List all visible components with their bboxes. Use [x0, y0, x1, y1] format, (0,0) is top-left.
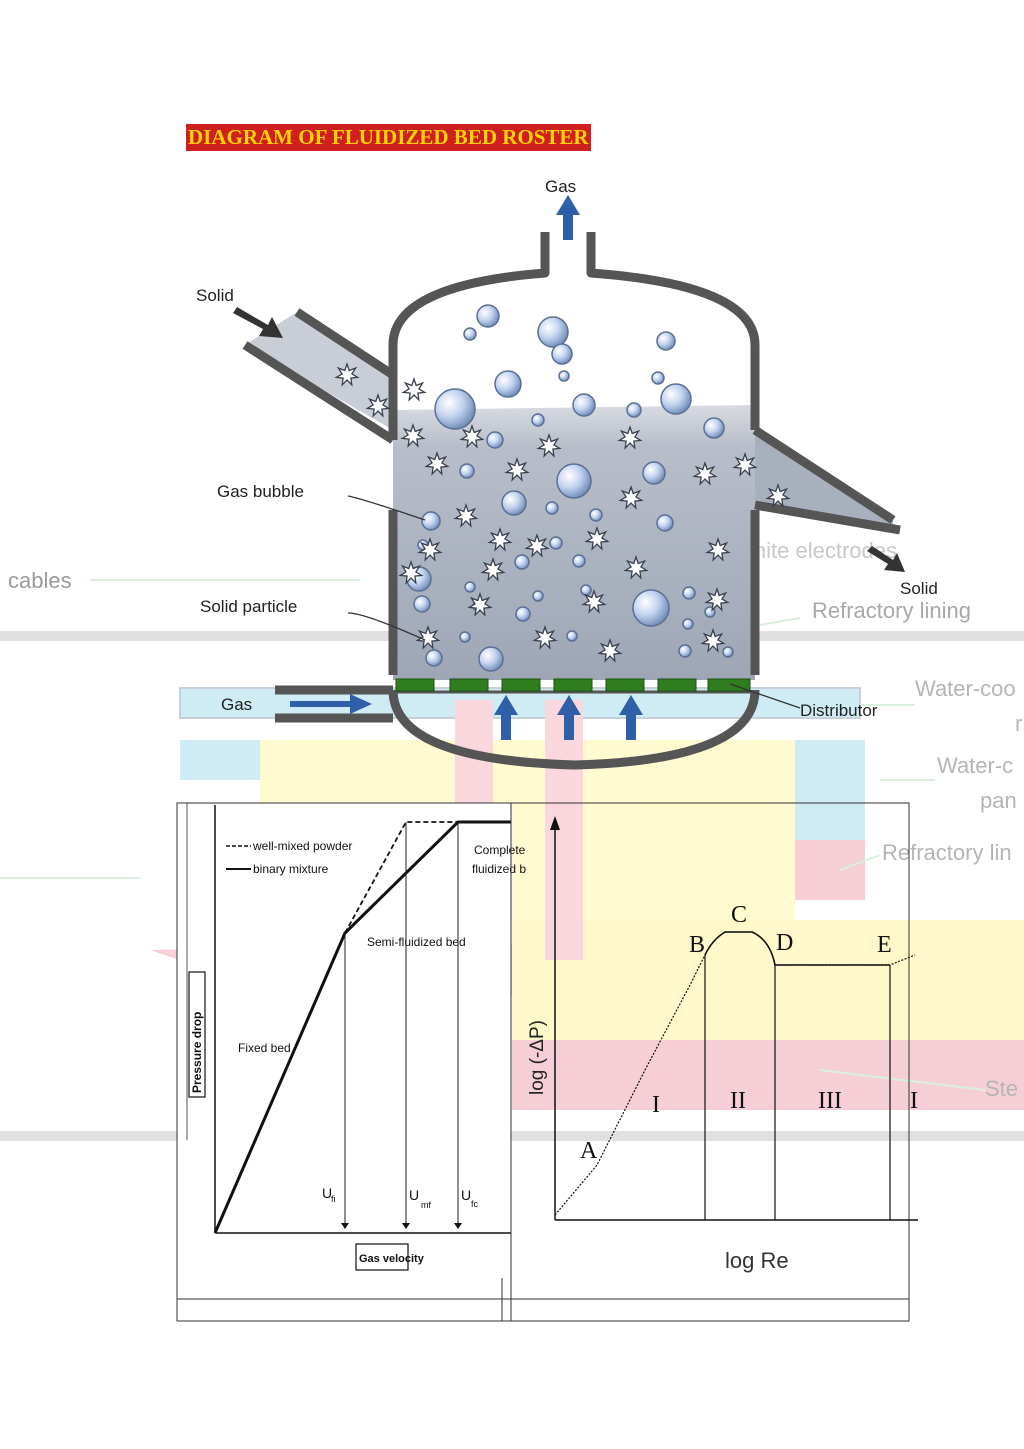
solid-particle-icon [480, 556, 506, 582]
gas-up-arrow-2 [557, 695, 581, 740]
label-complete-2: fluidized b [472, 862, 526, 876]
legend-binary: binary mixture [253, 862, 329, 876]
solid-particle-icon [700, 627, 726, 653]
solid-particles [334, 361, 791, 663]
solid-particle-icon [524, 532, 550, 558]
label-u-fi: U [322, 1185, 332, 1201]
label-gas-out: Gas [545, 177, 576, 196]
gas-up-arrow-3 [619, 695, 643, 740]
gas-flow-arrows [290, 195, 643, 740]
solid-particle-icon [623, 554, 649, 580]
label-water-cooled-1b: r [1015, 711, 1022, 736]
binary-mixture-curve [213, 820, 511, 1234]
left-xlabel: Gas velocity [359, 1253, 425, 1265]
label-water-cooled-1: Water-coo [915, 676, 1016, 701]
distributor-plate [395, 678, 751, 692]
label-gas-in: Gas [221, 695, 252, 714]
vessel-wall [242, 232, 901, 770]
page-title: DIAGRAM OF FLUIDIZED BED ROSTER [186, 124, 591, 151]
right-ylabel: log (-ΔP) [527, 1020, 548, 1095]
label-cables: cables [8, 568, 72, 593]
solid-particle-icon [536, 432, 562, 458]
gas-up-arrow-1 [494, 695, 518, 740]
label-distributor: Distributor [800, 701, 878, 720]
gas-bubbles [406, 304, 734, 672]
solid-particle-icon [532, 624, 558, 650]
label-refractory-2: Refractory lin [882, 840, 1012, 865]
label-region-3: III [818, 1088, 842, 1114]
solid-out-arrow [867, 546, 905, 572]
solid-particle-icon [365, 392, 391, 418]
label-gas-bubble: Gas bubble [217, 482, 304, 501]
label-u-fc: U [461, 1187, 471, 1203]
solid-particle-icon [400, 422, 426, 448]
solid-particle-icon [401, 376, 427, 402]
solid-particle-icon [765, 482, 791, 508]
solid-particle-icon [398, 559, 424, 585]
label-solid-particle: Solid particle [200, 597, 297, 616]
label-region-2: II [730, 1088, 746, 1114]
label-water-cooled-2: Water-c [937, 753, 1013, 778]
right-xlabel: log Re [725, 1248, 789, 1273]
solid-particle-icon [584, 525, 610, 551]
gas-in-arrow [290, 694, 372, 714]
left-ylabel: Pressure drop [190, 1012, 204, 1093]
label-region-4: I [910, 1088, 918, 1114]
solid-particle-icon [618, 484, 644, 510]
solid-particle-icon [597, 637, 623, 663]
label-water-cooled-2b: pan [980, 788, 1017, 813]
solid-particle-icon [334, 361, 360, 387]
legend-well-mixed: well-mixed powder [252, 839, 352, 853]
solid-particle-icon [704, 586, 730, 612]
well-mixed-curve [344, 821, 458, 934]
leader-lines [347, 495, 801, 709]
solid-particle-icon [417, 536, 443, 562]
solid-particle-icon [705, 536, 731, 562]
solid-particle-icon [581, 588, 607, 614]
solid-particle-icon [424, 450, 450, 476]
solid-particle-icon [415, 624, 441, 650]
label-steel: Ste [985, 1076, 1018, 1101]
label-point-d: D [776, 930, 793, 956]
solid-particle-icon [617, 424, 643, 450]
label-point-b: B [689, 932, 705, 958]
solid-particle-icon [504, 456, 530, 482]
label-u-mf-sub: mf [421, 1200, 431, 1210]
label-solid-out: Solid [900, 579, 938, 598]
label-point-a: A [580, 1138, 598, 1164]
solid-inlet-pipe [245, 312, 393, 430]
label-solid-in: Solid [196, 286, 234, 305]
label-point-c: C [731, 902, 747, 928]
label-semi-fluidized: Semi-fluidized bed [367, 935, 466, 949]
label-complete-1: Complete [474, 843, 526, 857]
solid-particle-icon [467, 591, 493, 617]
solid-particle-icon [487, 526, 513, 552]
label-point-e: E [877, 932, 892, 958]
label-fixed-bed: Fixed bed [238, 1041, 291, 1055]
caption-row [176, 1278, 910, 1322]
gas-out-arrow [556, 195, 580, 240]
solid-particle-icon [692, 460, 718, 486]
right-chart: log (-ΔP) log Re A B C D E I II III I [510, 802, 918, 1322]
solid-particle-icon [459, 423, 485, 449]
reactor-diagram: Gas Solid Gas bubble Solid particle Gas … [196, 177, 938, 770]
label-u-fc-sub: fc [471, 1199, 479, 1209]
solid-particle-icon [732, 451, 758, 477]
left-chart: well-mixed powder binary mixture Fixed b… [176, 802, 526, 1300]
solid-particle-icon [453, 502, 479, 528]
label-u-fi-sub: fi [331, 1194, 336, 1204]
label-region-1: I [652, 1092, 660, 1118]
label-refractory-1: Refractory lining [812, 598, 971, 623]
solid-in-arrow [233, 307, 283, 338]
label-u-mf: U [409, 1187, 419, 1203]
